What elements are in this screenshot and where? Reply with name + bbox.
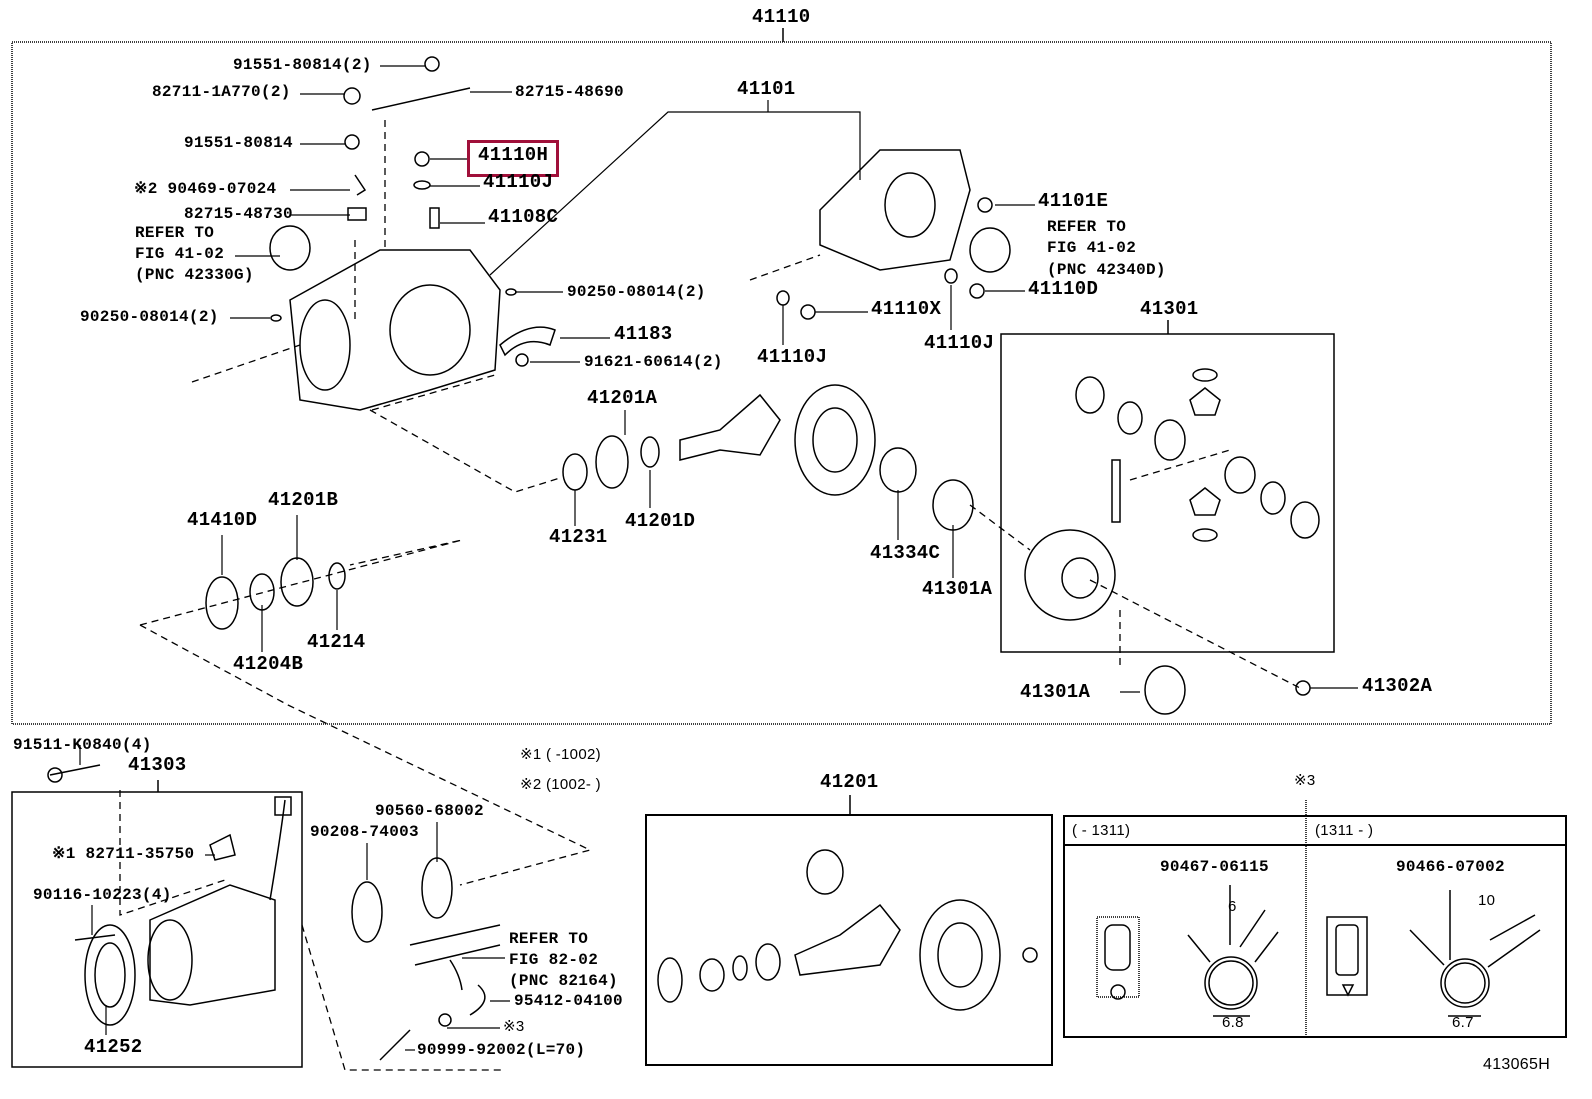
label-82711-35750[interactable]: ※1 82711-35750 xyxy=(52,845,195,863)
label-41108C[interactable]: 41108C xyxy=(488,206,559,228)
label-41201B[interactable]: 41201B xyxy=(268,489,339,511)
label-41201D[interactable]: 41201D xyxy=(625,510,696,532)
dim-arm-right: 10 xyxy=(1478,892,1496,909)
leader-lines xyxy=(79,65,1358,1051)
label-41110H[interactable]: 41110H xyxy=(478,144,549,166)
refer-a-line3: (PNC 42330G) xyxy=(135,266,254,284)
clip-drawings xyxy=(1096,885,1541,1017)
label-41301A-b[interactable]: 41301A xyxy=(1020,681,1091,703)
motor-frame xyxy=(11,791,303,1068)
main-assembly-frame xyxy=(11,41,1552,725)
label-41204B[interactable]: 41204B xyxy=(233,653,304,675)
housing-left xyxy=(289,249,501,411)
label-41301[interactable]: 41301 xyxy=(1140,298,1199,320)
label-82715-48730[interactable]: 82715-48730 xyxy=(184,205,293,223)
note-3: ※3 xyxy=(1294,772,1316,789)
dim-arm-left: 6 xyxy=(1228,898,1237,915)
label-91511-K0840[interactable]: 91511-K0840(4) xyxy=(13,736,152,754)
refer-a-line2[interactable]: FIG 41-02 xyxy=(135,245,225,263)
refer-a-line1: REFER TO xyxy=(135,224,215,242)
label-41231[interactable]: 41231 xyxy=(549,526,608,548)
dim-width-left: 6.8 xyxy=(1222,1014,1244,1031)
housing-right xyxy=(819,149,971,271)
label-41110J[interactable]: 41110J xyxy=(483,171,554,193)
diagram-id: 413065H xyxy=(1483,1056,1551,1073)
label-41302A[interactable]: 41302A xyxy=(1362,675,1433,697)
label-82715-48690[interactable]: 82715-48690 xyxy=(515,83,624,101)
refer-c-line2[interactable]: FIG 82-02 xyxy=(509,951,599,969)
note-3-ref: ※3 xyxy=(503,1018,525,1035)
refer-b-line1: REFER TO xyxy=(1047,218,1127,236)
label-91621-60614[interactable]: 91621-60614(2) xyxy=(584,353,723,371)
note-1: ※1 ( -1002) xyxy=(520,746,601,763)
refer-c-line1: REFER TO xyxy=(509,930,589,948)
refer-c-line3: (PNC 82164) xyxy=(509,972,618,990)
label-41252[interactable]: 41252 xyxy=(84,1036,143,1058)
clip-left-period: ( - 1311) xyxy=(1072,822,1131,839)
label-90250-08014-right[interactable]: 90250-08014(2) xyxy=(567,283,706,301)
label-41214[interactable]: 41214 xyxy=(307,631,366,653)
label-95412-04100[interactable]: 95412-04100 xyxy=(514,992,623,1010)
label-82711-1A770[interactable]: 82711-1A770(2) xyxy=(152,83,291,101)
gear-set-frame xyxy=(645,814,1053,1066)
label-90116-10223[interactable]: 90116-10223(4) xyxy=(33,886,172,904)
label-41110J-b[interactable]: 41110J xyxy=(757,346,828,368)
label-90560-68002[interactable]: 90560-68002 xyxy=(375,802,484,820)
label-90466-07002[interactable]: 90466-07002 xyxy=(1396,858,1505,876)
label-41201A[interactable]: 41201A xyxy=(587,387,658,409)
label-41334C[interactable]: 41334C xyxy=(870,542,941,564)
label-90469-07024[interactable]: ※2 90469-07024 xyxy=(134,180,277,198)
label-41303[interactable]: 41303 xyxy=(128,754,187,776)
label-41183[interactable]: 41183 xyxy=(614,323,673,345)
clip-table-frame xyxy=(1063,815,1567,1038)
assembly-dashed-lines xyxy=(119,120,1301,1071)
refer-b-line2[interactable]: FIG 41-02 xyxy=(1047,239,1137,257)
clip-right-period: (1311 - ) xyxy=(1315,822,1374,839)
highlight-box-41110H xyxy=(467,140,559,177)
label-41110X[interactable]: 41110X xyxy=(871,298,942,320)
label-90999-92002[interactable]: 90999-92002(L=70) xyxy=(417,1041,586,1059)
small-parts xyxy=(47,56,1320,1061)
label-90208-74003[interactable]: 90208-74003 xyxy=(310,823,419,841)
label-41110J-c[interactable]: 41110J xyxy=(924,332,995,354)
label-41101[interactable]: 41101 xyxy=(737,78,796,100)
label-90250-08014-left[interactable]: 90250-08014(2) xyxy=(80,308,219,326)
refer-b-line3: (PNC 42340D) xyxy=(1047,261,1166,279)
label-91551-80814-2[interactable]: 91551-80814(2) xyxy=(233,56,372,74)
label-41101E[interactable]: 41101E xyxy=(1038,190,1109,212)
label-41110D[interactable]: 41110D xyxy=(1028,278,1099,300)
label-41201[interactable]: 41201 xyxy=(820,771,879,793)
label-41110[interactable]: 41110 xyxy=(752,6,811,28)
label-91551-80814[interactable]: 91551-80814 xyxy=(184,134,293,152)
label-41301A[interactable]: 41301A xyxy=(922,578,993,600)
dim-width-right: 6.7 xyxy=(1452,1014,1474,1031)
note-2: ※2 (1002- ) xyxy=(520,776,601,793)
label-41410D[interactable]: 41410D xyxy=(187,509,258,531)
label-90467-06115[interactable]: 90467-06115 xyxy=(1160,858,1269,876)
